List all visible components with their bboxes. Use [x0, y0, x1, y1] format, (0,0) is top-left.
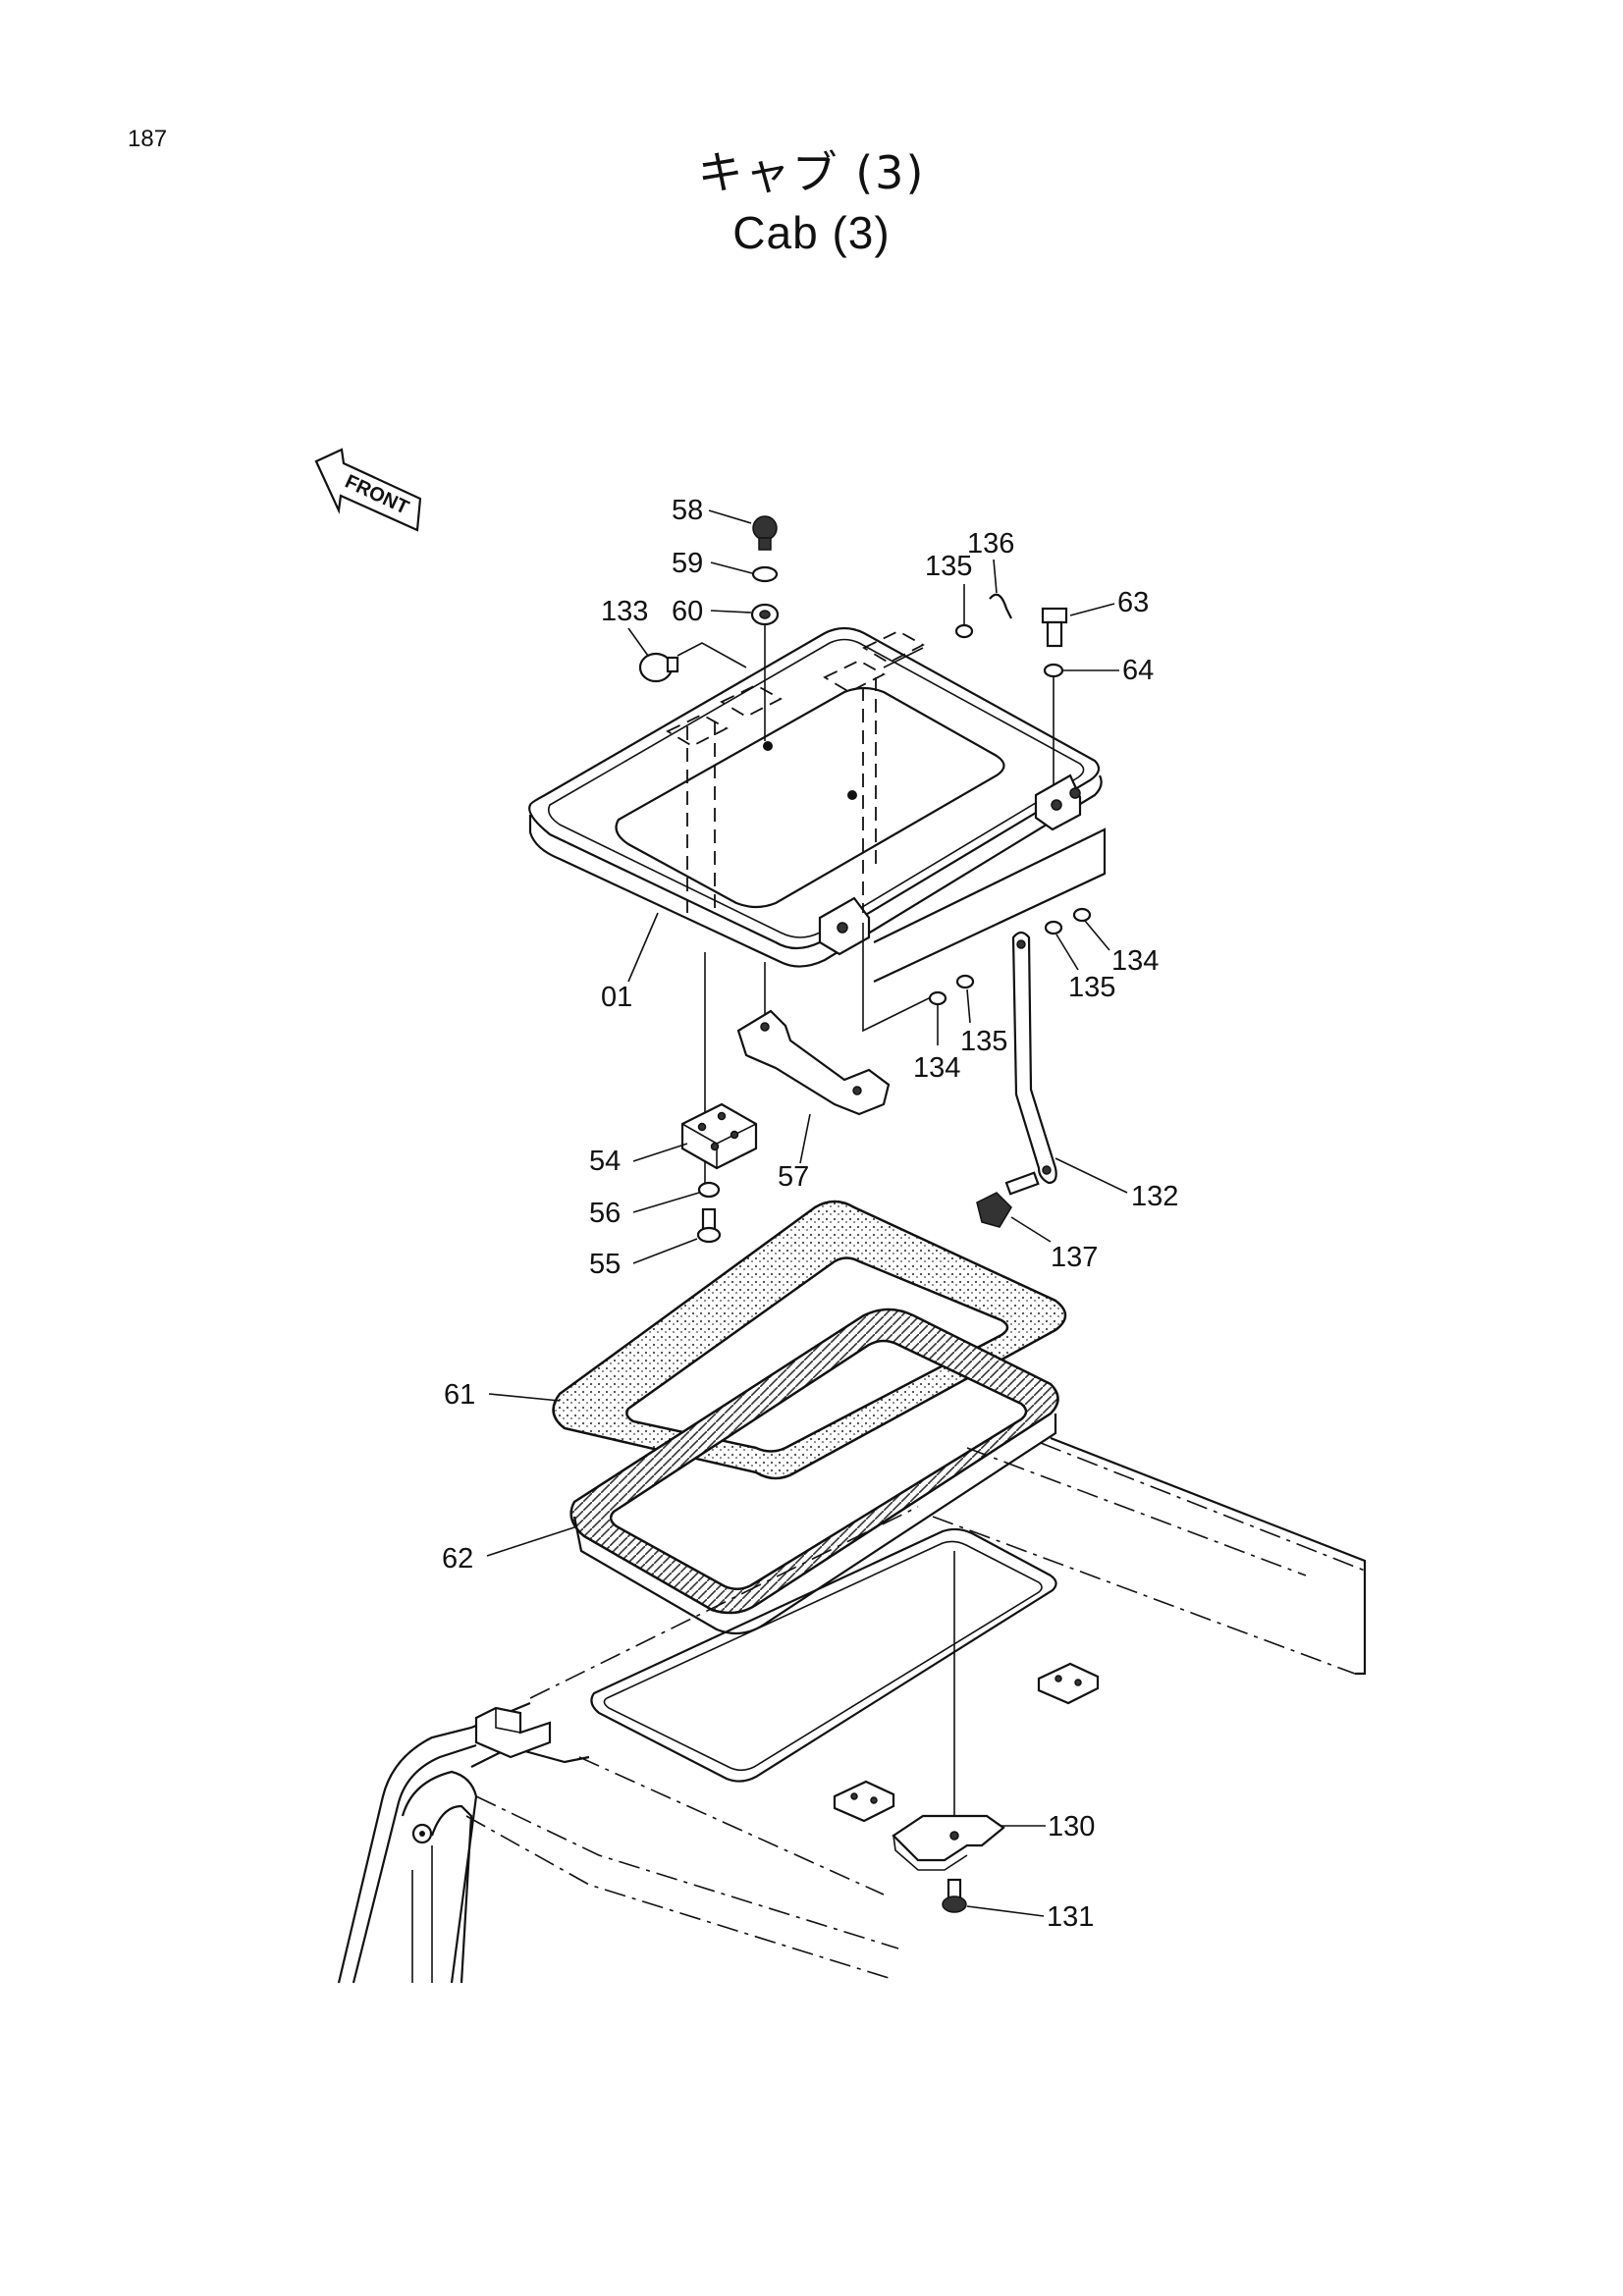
part-62-seal [569, 1308, 1059, 1635]
callout-63: 63 [1117, 587, 1149, 618]
callout-56: 56 [589, 1198, 621, 1229]
part-54-block [680, 1102, 758, 1170]
part-57-handle [736, 1009, 891, 1116]
part-134-washer [1072, 907, 1092, 923]
callout-55: 55 [589, 1249, 621, 1280]
callout-134: 134 [1111, 945, 1159, 977]
part-130-bracket [892, 1814, 1005, 1871]
callout-64: 64 [1122, 655, 1154, 686]
callout-135: 135 [960, 1026, 1007, 1057]
fastener-stack-58-60 [750, 515, 780, 741]
part-135-washer [955, 974, 975, 989]
front-arrow-icon: FRONT [314, 448, 422, 532]
part-61-seal [552, 1200, 1067, 1480]
callout-57: 57 [778, 1161, 809, 1193]
callout-labels: 58 59 60 133 135 136 63 64 01 134 135 13… [442, 495, 1178, 1933]
callout-01: 01 [601, 982, 632, 1013]
part-135-washer [1044, 920, 1063, 935]
part-131-screw [942, 1878, 967, 1913]
callout-61: 61 [444, 1379, 475, 1411]
cab-roof [337, 1436, 1367, 1984]
part-132-stay [1011, 931, 1057, 1185]
page-title-english: Cab (3) [732, 207, 891, 258]
hatch-lid [528, 626, 1103, 968]
part-56-washer [697, 1181, 721, 1199]
hinge-plate-outline [873, 828, 1107, 983]
part-55-screw [696, 1207, 722, 1244]
callout-134: 134 [913, 1052, 960, 1084]
part-133-button [638, 642, 747, 683]
page-title-japanese: キャブ (3) [697, 146, 926, 199]
callout-62: 62 [442, 1543, 473, 1575]
callout-130: 130 [1048, 1811, 1095, 1842]
callout-60: 60 [672, 596, 703, 627]
callout-132: 132 [1131, 1181, 1178, 1212]
callout-59: 59 [672, 548, 703, 579]
part-136-clip [883, 593, 1012, 668]
alignment-line [862, 923, 934, 1033]
part-137-knob [976, 1171, 1040, 1228]
page-number: 187 [128, 126, 168, 152]
callout-54: 54 [589, 1146, 621, 1177]
callout-135: 135 [925, 551, 972, 582]
callout-131: 131 [1047, 1901, 1094, 1933]
callout-137: 137 [1051, 1242, 1098, 1273]
callout-58: 58 [672, 495, 703, 526]
part-63-bolt [1041, 607, 1068, 785]
callout-133: 133 [601, 596, 648, 627]
leader-lines [486, 509, 1128, 1917]
callout-136: 136 [967, 528, 1014, 560]
callout-135: 135 [1068, 972, 1115, 1003]
part-134-washer [928, 990, 947, 1006]
